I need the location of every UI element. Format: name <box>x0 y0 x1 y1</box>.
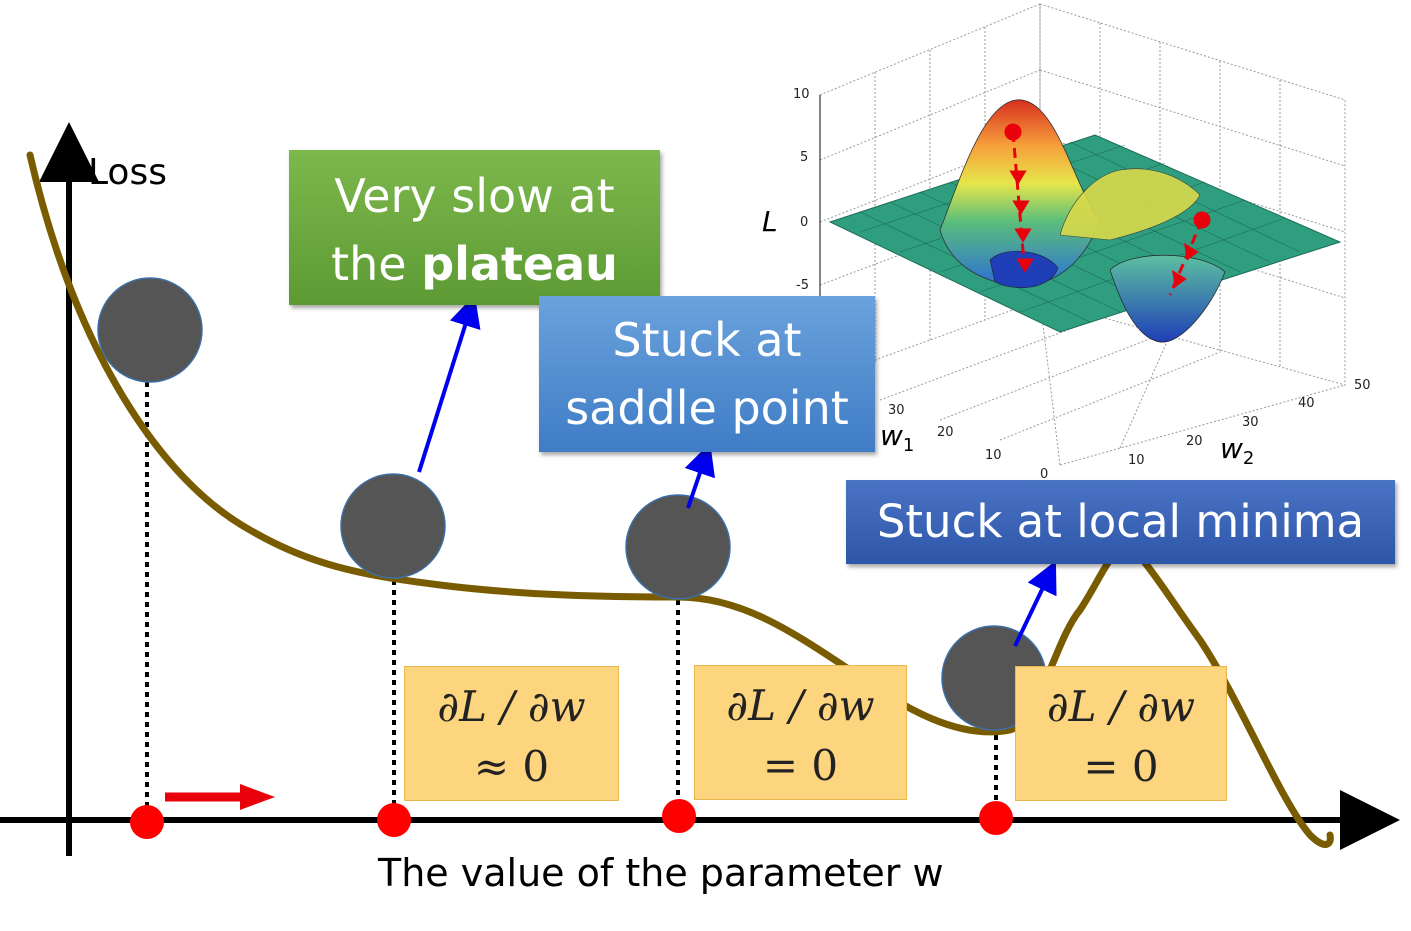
w2-tick: 20 <box>1186 434 1203 449</box>
x-axis-label: The value of the parameter w <box>377 851 944 895</box>
y-axis-label: Loss <box>88 152 167 193</box>
z-tick: 0 <box>800 215 808 230</box>
w-marker <box>130 805 164 839</box>
callout-plateau-bold: plateau <box>421 237 618 291</box>
ball-start <box>97 277 203 383</box>
callout-plateau-line2: the plateau <box>289 230 660 298</box>
w1-tick: 0 <box>1040 467 1048 482</box>
callout-saddle-line1: Stuck at <box>612 313 802 367</box>
pointer-arrow-saddle <box>684 442 715 509</box>
derivative-expression: ∂L / ∂w <box>1046 682 1196 731</box>
w2-tick: 40 <box>1298 396 1315 411</box>
pointer-arrow-local-min <box>1013 560 1057 647</box>
w2-tick: 50 <box>1354 378 1371 393</box>
derivative-box-plateau: ∂L / ∂w ≈ 0 <box>404 666 619 801</box>
z-tick: -5 <box>796 278 809 293</box>
callout-plateau-prefix: the <box>331 237 422 291</box>
pointer-arrow-plateau <box>417 294 481 473</box>
z-tick: 10 <box>793 87 810 102</box>
surface-plot: 10 5 0 -5 30 20 10 0 10 20 30 40 50 L w1… <box>762 3 1371 482</box>
callout-plateau-line1: Very slow at <box>334 169 615 223</box>
w1-tick: 20 <box>937 425 954 440</box>
derivative-value: ≈ 0 <box>473 742 550 791</box>
w2-tick: 10 <box>1128 453 1145 468</box>
descent-path-left <box>1004 123 1034 276</box>
w-marker <box>662 799 696 833</box>
w1-axis-label: w1 <box>880 419 914 456</box>
derivative-value: = 0 <box>762 741 839 790</box>
ball-saddle <box>625 494 731 600</box>
callout-local-min-text: Stuck at local minima <box>876 495 1365 548</box>
callout-plateau: Very slow at the plateau <box>289 150 660 305</box>
callout-local-min: Stuck at local minima <box>846 480 1395 564</box>
w2-tick: 30 <box>1242 415 1259 430</box>
w1-tick: 10 <box>985 448 1002 463</box>
direction-arrow <box>165 784 275 810</box>
derivative-box-saddle: ∂L / ∂w = 0 <box>694 665 907 800</box>
derivative-value: = 0 <box>1083 742 1159 791</box>
derivative-expression: ∂L / ∂w <box>437 682 586 731</box>
derivative-box-local-min: ∂L / ∂w = 0 <box>1015 666 1227 801</box>
drop-lines <box>145 382 998 815</box>
callout-saddle: Stuck at saddle point <box>539 296 875 452</box>
w-marker <box>377 803 411 837</box>
surface-pit-right <box>1109 254 1226 343</box>
callout-saddle-line2: saddle point <box>565 381 849 435</box>
descent-path-right <box>1168 211 1211 296</box>
w-marker <box>979 801 1013 835</box>
surface-hump <box>1059 168 1201 241</box>
z-axis-label: L <box>762 205 778 238</box>
w1-tick: 30 <box>888 403 905 418</box>
w2-axis-label: w2 <box>1220 432 1254 469</box>
derivative-expression: ∂L / ∂w <box>726 681 875 730</box>
z-tick: 5 <box>800 150 808 165</box>
ball-plateau <box>340 473 446 579</box>
